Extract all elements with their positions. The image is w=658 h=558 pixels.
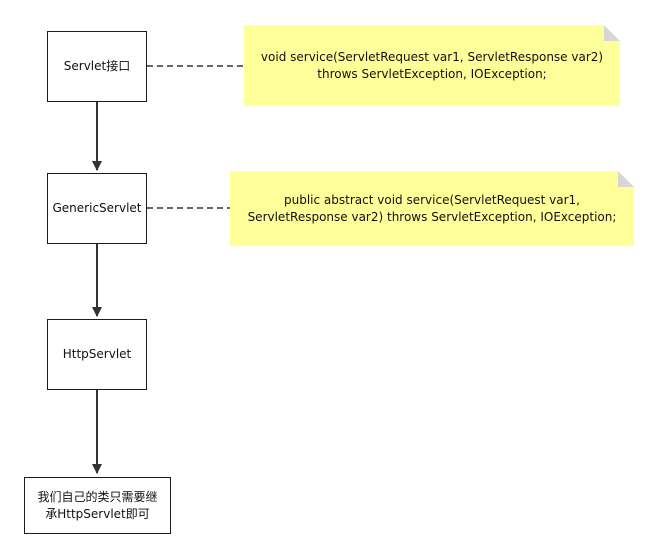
servlet-interface-label: Servlet接口 [63,59,131,73]
own-class-node[interactable]: 我们自己的类只需要继承HttpServlet即可 [24,477,171,534]
servlet-interface-node[interactable]: Servlet接口 [47,31,147,102]
servlet-service-note[interactable]: void service(ServletRequest var1, Servle… [244,25,620,106]
note-fold-icon [604,25,620,41]
note-fold-icon [618,171,634,187]
generic-servlet-label: GenericServlet [52,201,142,215]
own-class-label: 我们自己的类只需要继承HttpServlet即可 [37,489,158,521]
http-servlet-node[interactable]: HttpServlet [47,319,147,390]
generic-servlet-node[interactable]: GenericServlet [47,173,147,244]
generic-service-note-text: public abstract void service(ServletRequ… [247,192,617,224]
http-servlet-label: HttpServlet [62,347,132,361]
generic-service-note[interactable]: public abstract void service(ServletRequ… [230,171,634,246]
servlet-service-note-text: void service(ServletRequest var1, Servle… [260,49,604,81]
